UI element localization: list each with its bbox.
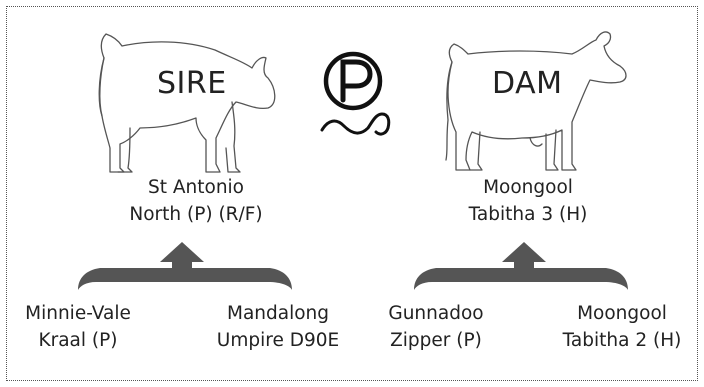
dam-dam-line1: Moongool bbox=[577, 303, 667, 324]
dam-dam-name: Moongool Tabitha 2 (H) bbox=[552, 300, 692, 354]
diagram-frame bbox=[6, 6, 698, 381]
dam-sire-line2: Zipper (P) bbox=[390, 330, 482, 351]
sire-dam-line1: Mandalong bbox=[226, 303, 330, 324]
cow-outline-icon bbox=[445, 31, 627, 171]
sire-parents-bracket bbox=[78, 242, 292, 290]
sire-name-line1: St Antonio bbox=[147, 177, 244, 198]
dam-name-line2: Tabitha 3 (H) bbox=[468, 204, 588, 225]
sire-sire-name: Minnie-Vale Kraal (P) bbox=[18, 300, 138, 354]
sire-name: St Antonio North (P) (R/F) bbox=[96, 174, 296, 228]
sire-label: SIRE bbox=[157, 66, 227, 101]
dam-name-line1: Moongool bbox=[483, 177, 573, 198]
sire-sire-line1: Minnie-Vale bbox=[25, 303, 131, 324]
dam-name: Moongool Tabitha 3 (H) bbox=[428, 174, 628, 228]
sire-dam-name: Mandalong Umpire D90E bbox=[208, 300, 348, 354]
bull-outline-icon bbox=[98, 33, 276, 173]
dam-sire-line1: Gunnadoo bbox=[388, 303, 484, 324]
dam-parents-bracket bbox=[414, 242, 628, 290]
dam-sire-name: Gunnadoo Zipper (P) bbox=[376, 300, 496, 354]
sire-sire-line2: Kraal (P) bbox=[38, 330, 118, 351]
dam-label: DAM bbox=[492, 66, 563, 101]
sire-name-line2: North (P) (R/F) bbox=[129, 204, 263, 225]
sire-dam-line2: Umpire D90E bbox=[216, 330, 340, 351]
dam-dam-line2: Tabitha 2 (H) bbox=[562, 330, 682, 351]
polled-circle-icon bbox=[320, 51, 391, 136]
